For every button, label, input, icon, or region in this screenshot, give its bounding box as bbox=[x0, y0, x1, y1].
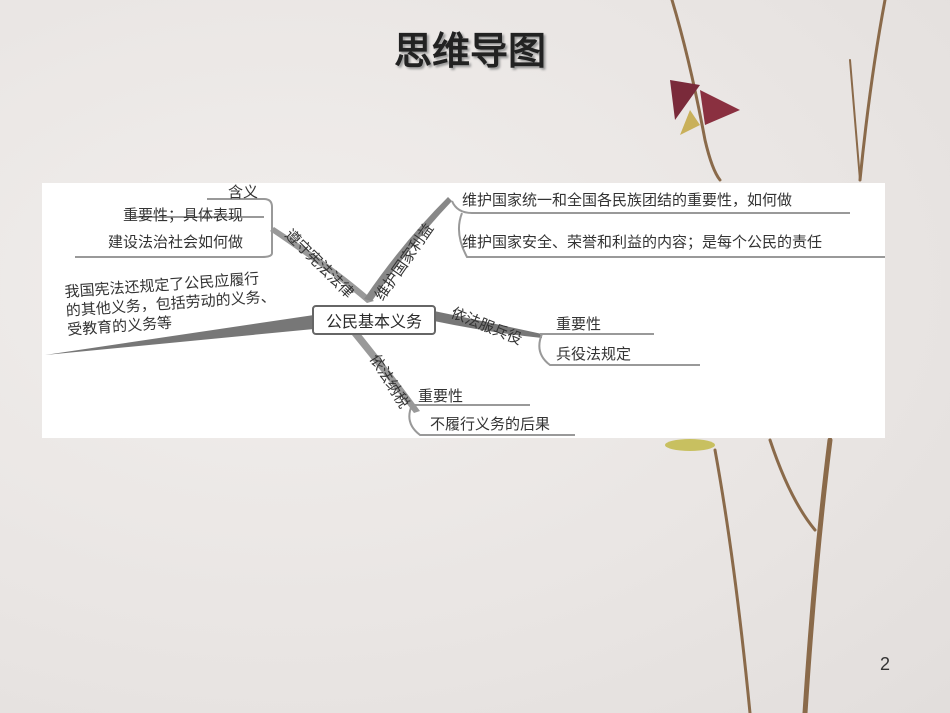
center-node: 公民基本义务 bbox=[312, 305, 436, 335]
branch-item: 重要性；具体表现 bbox=[123, 206, 244, 224]
mind-map: 含义 重要性；具体表现 建设法治社会如何做 遵守宪法法律 维护国家利益 维护国家… bbox=[42, 183, 885, 438]
branch-item: 维护国家统一和全国各民族团结的重要性，如何做 bbox=[462, 191, 793, 209]
branch-item: 维护国家安全、荣誉和利益的内容；是每个公民的责任 bbox=[462, 233, 823, 251]
slide-title: 思维导图 bbox=[393, 29, 546, 73]
branch-item: 不履行义务的后果 bbox=[430, 415, 551, 433]
mind-map-connectors bbox=[45, 197, 885, 436]
branch-item: 含义 bbox=[228, 183, 259, 201]
butterfly-icon bbox=[670, 80, 740, 135]
page-number: 2 bbox=[880, 654, 891, 674]
branch-item: 重要性 bbox=[418, 387, 464, 405]
branch-item: 兵役法规定 bbox=[556, 345, 632, 363]
leaf-icon bbox=[665, 439, 715, 451]
branch-item: 建设法治社会如何做 bbox=[108, 233, 244, 251]
branch-item: 重要性 bbox=[556, 315, 602, 333]
